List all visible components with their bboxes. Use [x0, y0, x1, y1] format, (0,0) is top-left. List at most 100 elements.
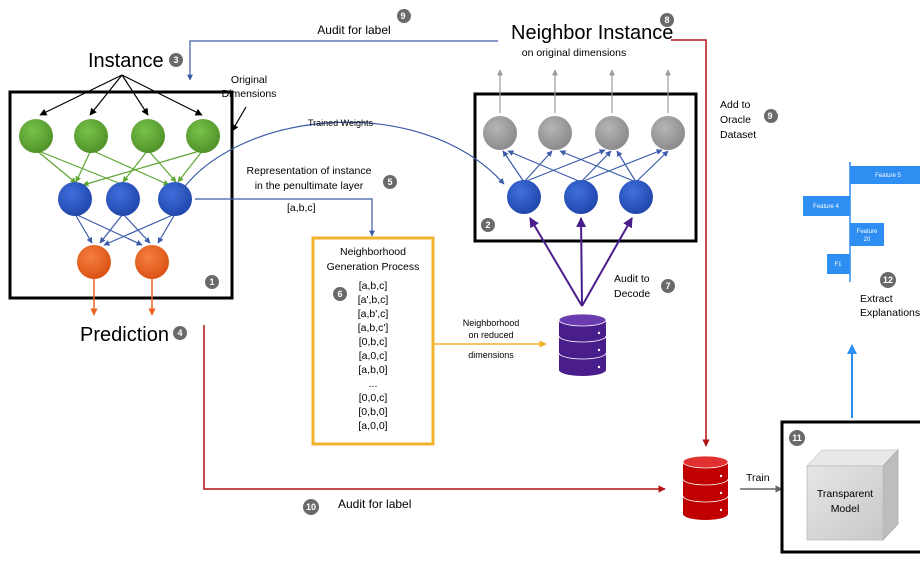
- badge-3: 3: [169, 53, 183, 67]
- reduced-label-line3: dimensions: [468, 350, 514, 360]
- svg-text:9: 9: [400, 11, 405, 21]
- svg-text:4: 4: [177, 328, 182, 338]
- neighbor-vector: [a,0,c]: [359, 350, 388, 362]
- latent-node: [619, 180, 653, 214]
- input-layer: [19, 119, 220, 153]
- audit-for-label-top: Audit for label: [317, 23, 390, 37]
- generation-title-line2: Generation Process: [327, 261, 420, 273]
- add-to-oracle-line2: Oracle: [720, 114, 751, 126]
- output-node: [135, 245, 169, 279]
- neighbor-instance-title: Neighbor Instance: [511, 22, 673, 44]
- cube-icon: [806, 448, 899, 542]
- neighborhood-generation: Neighborhood Generation Process 6 [a,b,c…: [311, 236, 435, 446]
- feature-label: Feature 5: [875, 173, 901, 179]
- transparent-model-box: [780, 420, 920, 554]
- decoder-output-layer: [483, 116, 685, 150]
- neighbor-vector: [0,0,c]: [359, 392, 388, 404]
- hidden-node: [58, 182, 92, 216]
- neighbor-vector: [a',b,c]: [358, 294, 389, 306]
- transparent-model-section: 11 Transparent Model: [780, 344, 920, 554]
- neighbor-list: [a,b,c] [a',b,c] [a,b',c] [a,b,c'] [0,b,c] [a…: [358, 280, 389, 432]
- train-label: Train: [746, 472, 770, 484]
- badge-6: 6: [333, 287, 347, 301]
- svg-text:5: 5: [387, 177, 392, 187]
- transparent-model-line1: Transparent: [817, 488, 873, 500]
- instance-label: Instance: [88, 50, 164, 72]
- svg-text:6: 6: [337, 289, 342, 299]
- representation-line1: Representation of instance: [247, 165, 372, 177]
- neighbor-vector: [a,0,0]: [358, 420, 387, 432]
- audit-to-decode-line1: Audit to: [614, 273, 650, 285]
- badge-7: 7: [661, 279, 675, 293]
- hidden-node: [106, 182, 140, 216]
- original-network: Instance 3 Original Dimensions: [8, 50, 277, 346]
- neighbor-vector: [a,b',c]: [358, 308, 389, 320]
- neighbor-vector: [0,b,c]: [359, 336, 388, 348]
- badge-1: 1: [205, 275, 219, 289]
- decoder-box: [473, 92, 698, 243]
- svg-text:3: 3: [173, 55, 178, 65]
- svg-text:1: 1: [209, 277, 214, 287]
- feature-bar: [850, 223, 884, 246]
- svg-text:a: a: [409, 5, 415, 15]
- neighbor-section: Neighbor Instance on original dimensions…: [473, 13, 698, 243]
- representation-line2: in the penultimate layer: [255, 180, 364, 192]
- svg-text:2: 2: [485, 220, 490, 230]
- decoded-node: [483, 116, 517, 150]
- audit-top-flow: Audit for label 9a: [187, 5, 498, 81]
- neighbor-vector: [a,b,c]: [359, 280, 388, 292]
- trained-weights-label: Trained Weights: [308, 118, 374, 128]
- oracle-flow: Add to Oracle Dataset 9b 10 Audit for la…: [203, 39, 783, 520]
- decoder-output-arrows: [497, 69, 671, 113]
- neighbor-vector: [0,b,0]: [358, 406, 387, 418]
- svg-text:9: 9: [767, 111, 772, 121]
- latent-node: [507, 180, 541, 214]
- feature-bar: [827, 254, 850, 274]
- feature-bar: [850, 166, 920, 184]
- badge-10: 10: [303, 499, 319, 515]
- output-node: [77, 245, 111, 279]
- neighbor-vector: ...: [369, 378, 378, 390]
- svg-text:7: 7: [665, 281, 670, 291]
- input-node: [186, 119, 220, 153]
- svg-text:12: 12: [883, 275, 893, 285]
- decoder-edges: [502, 149, 669, 183]
- decoded-node: [595, 116, 629, 150]
- feature-label: Feature 4: [813, 204, 839, 210]
- red-database-icon: [682, 455, 729, 520]
- feature-label: 20: [864, 237, 871, 243]
- audit-for-label-bottom: Audit for label: [338, 497, 411, 511]
- original-dimensions-line2: Dimensions: [222, 88, 277, 100]
- decoded-node: [538, 116, 572, 150]
- transfer-flow: Trained Weights Representation of instan…: [175, 118, 505, 237]
- badge-9b: 9b: [764, 105, 782, 123]
- badge-8: 8: [660, 13, 674, 27]
- generation-box: [311, 236, 435, 446]
- prediction-label: Prediction: [80, 324, 169, 346]
- feature-bar: [803, 196, 850, 216]
- svg-text:10: 10: [306, 502, 316, 512]
- decoded-node: [651, 116, 685, 150]
- audit-to-decode-line2: Decode: [614, 288, 650, 300]
- feature-label: Feature: [857, 229, 878, 235]
- original-dimensions-line1: Original: [231, 74, 267, 86]
- input-node: [131, 119, 165, 153]
- svg-text:11: 11: [792, 433, 802, 443]
- extract-explanations-line1: Extract: [860, 293, 893, 305]
- abc-label: [a,b,c]: [287, 202, 316, 214]
- badge-2: 2: [481, 218, 495, 232]
- add-to-oracle-line1: Add to: [720, 99, 751, 111]
- reduced-label-line1: Neighborhood: [463, 318, 520, 328]
- svg-text:b: b: [776, 105, 782, 115]
- decode-arrows: [529, 217, 633, 307]
- original-dimensions-pointer: [231, 106, 247, 132]
- input-node: [74, 119, 108, 153]
- badge-11: 11: [789, 430, 805, 446]
- add-to-oracle-line3: Dataset: [720, 129, 756, 141]
- generation-title-line1: Neighborhood: [340, 246, 406, 258]
- purple-database-icon: [558, 313, 607, 376]
- neighbor-vector: [a,b,c']: [358, 322, 389, 334]
- green-to-blue-edges: [35, 149, 204, 187]
- badge-4: 4: [173, 326, 187, 340]
